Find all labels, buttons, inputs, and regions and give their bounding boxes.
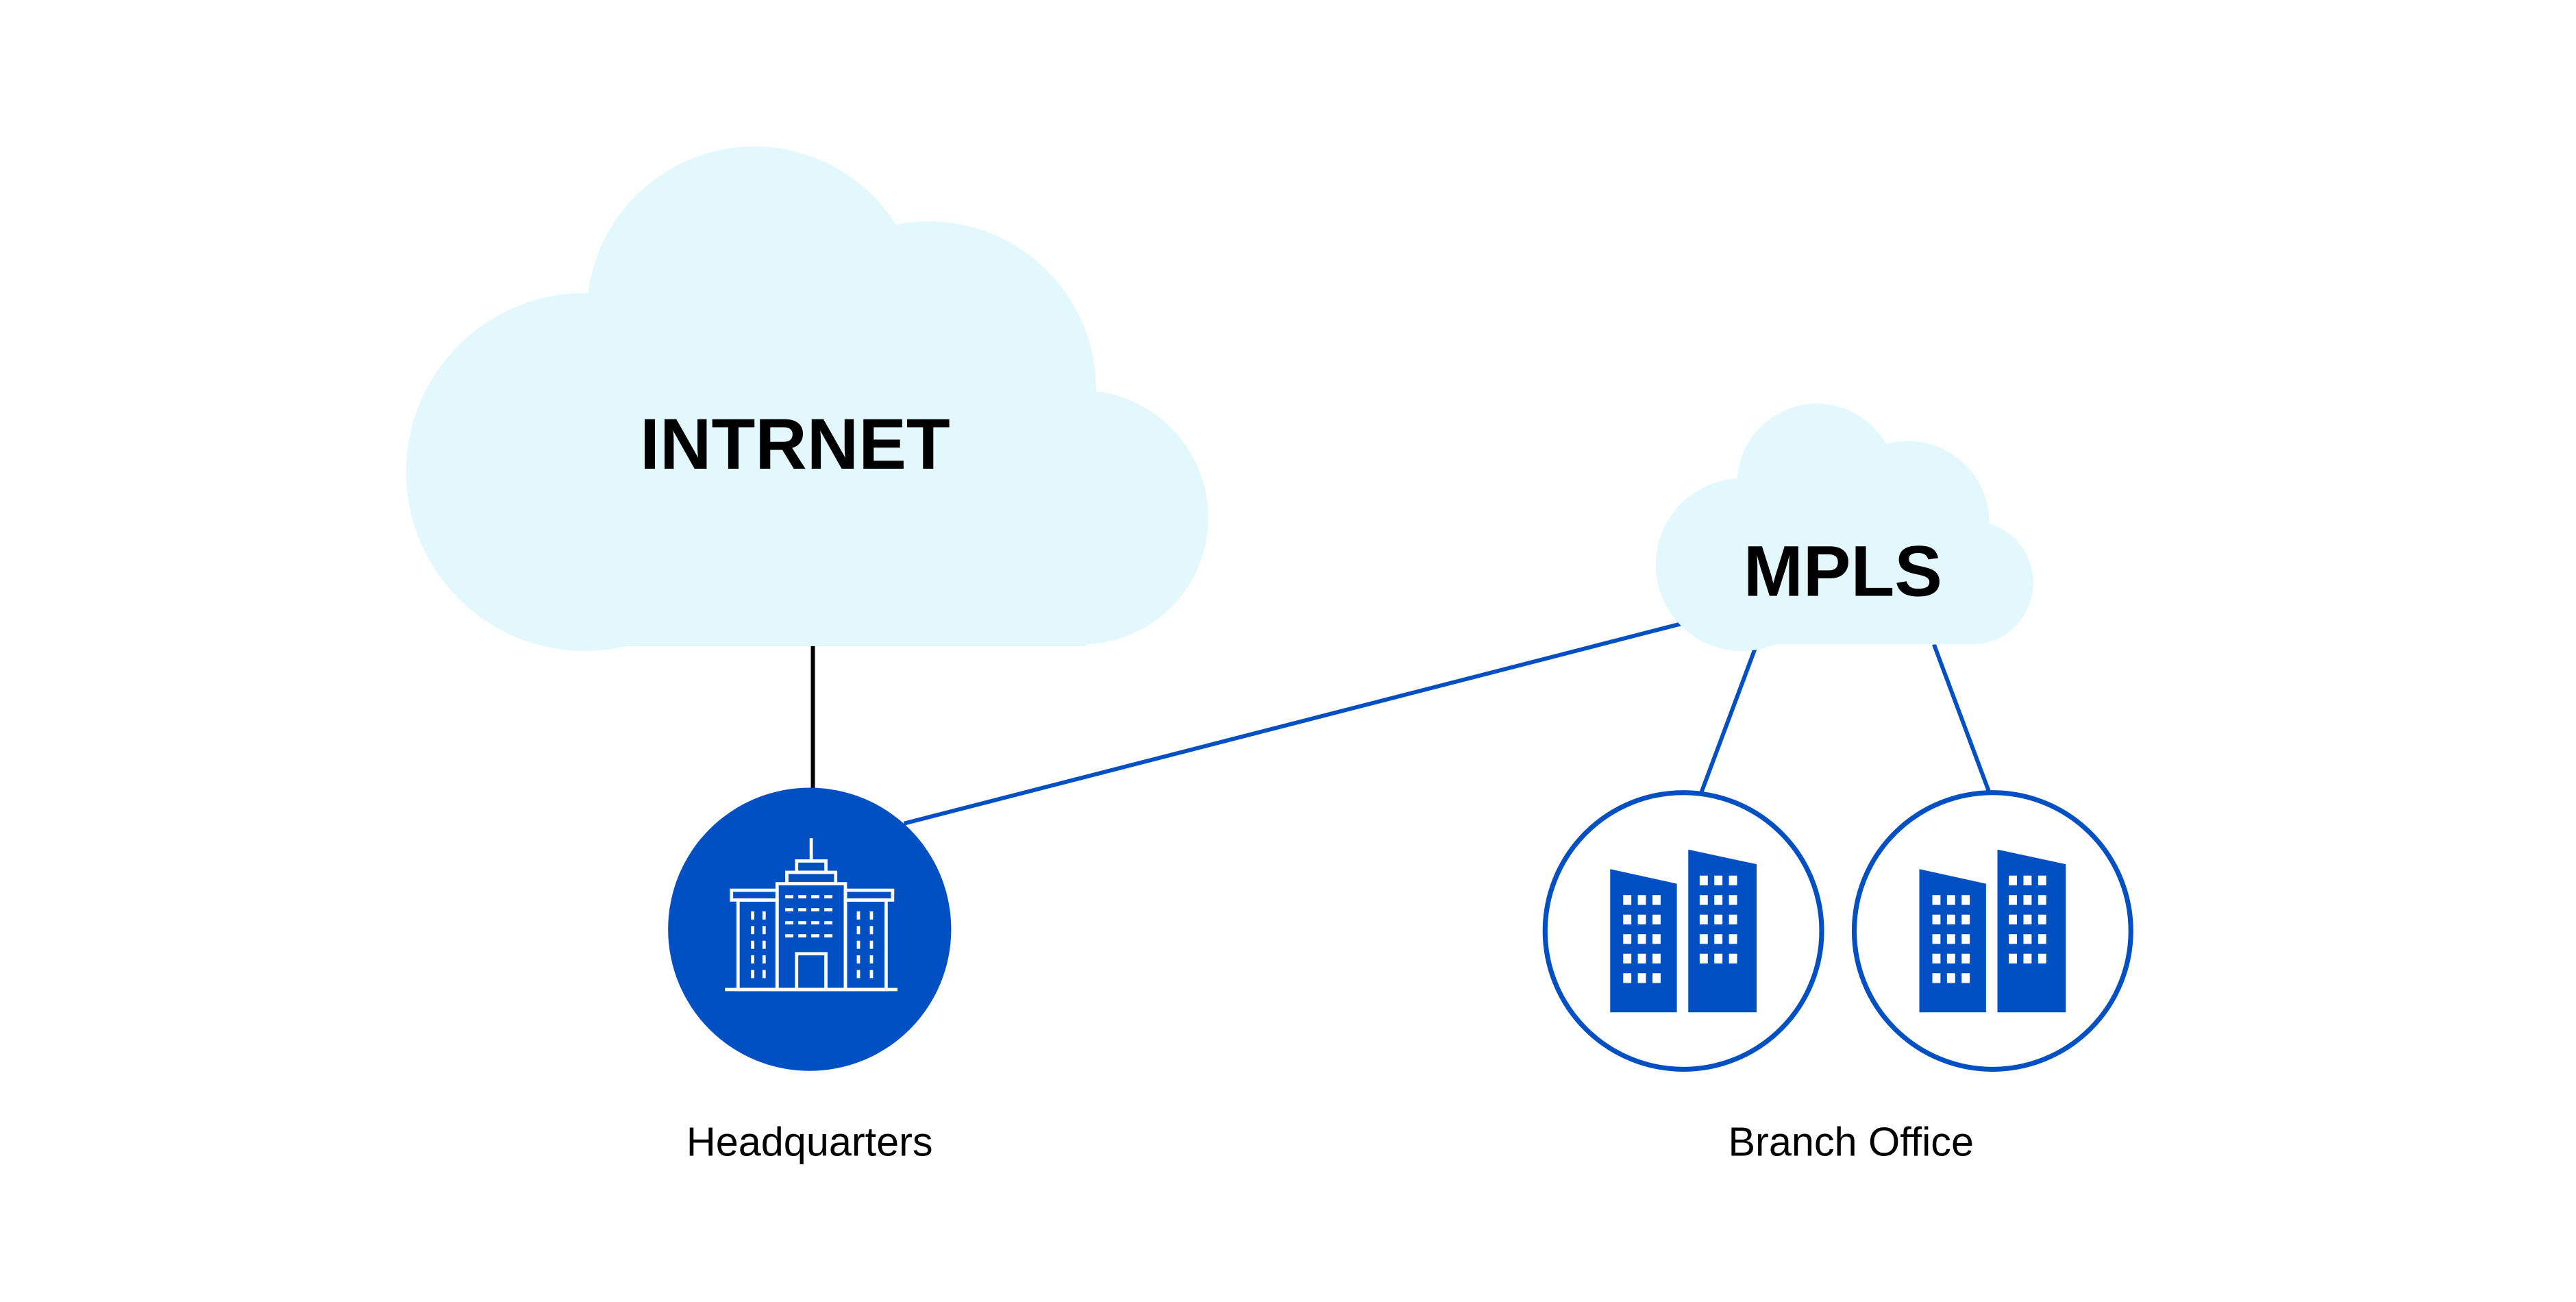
branch-office-node-1 [1542,790,1824,1072]
headquarters-label: Headquarters [686,1118,933,1164]
office-building-icon [725,838,897,992]
branch-office-circle-2 [1851,790,2133,1072]
branch-office-circle-1 [1542,790,1824,1072]
link-mpls-headquarters [903,611,1722,826]
branch-office-node-2 [1851,790,2133,1072]
internet-cloud: INTRNET [406,146,1209,651]
branch-office-label: Branch Office [1728,1118,1974,1164]
internet-cloud-label: INTRNET [640,404,950,484]
link-mpls-branch-office-2 [1932,643,1992,794]
mpls-cloud-label: MPLS [1744,531,1942,611]
mpls-cloud: MPLS [1655,404,2033,651]
link-mpls-branch-office-1 [1699,643,1759,794]
headquarters-circle [668,787,952,1071]
headquarters-node: Headquarters [668,787,952,1164]
